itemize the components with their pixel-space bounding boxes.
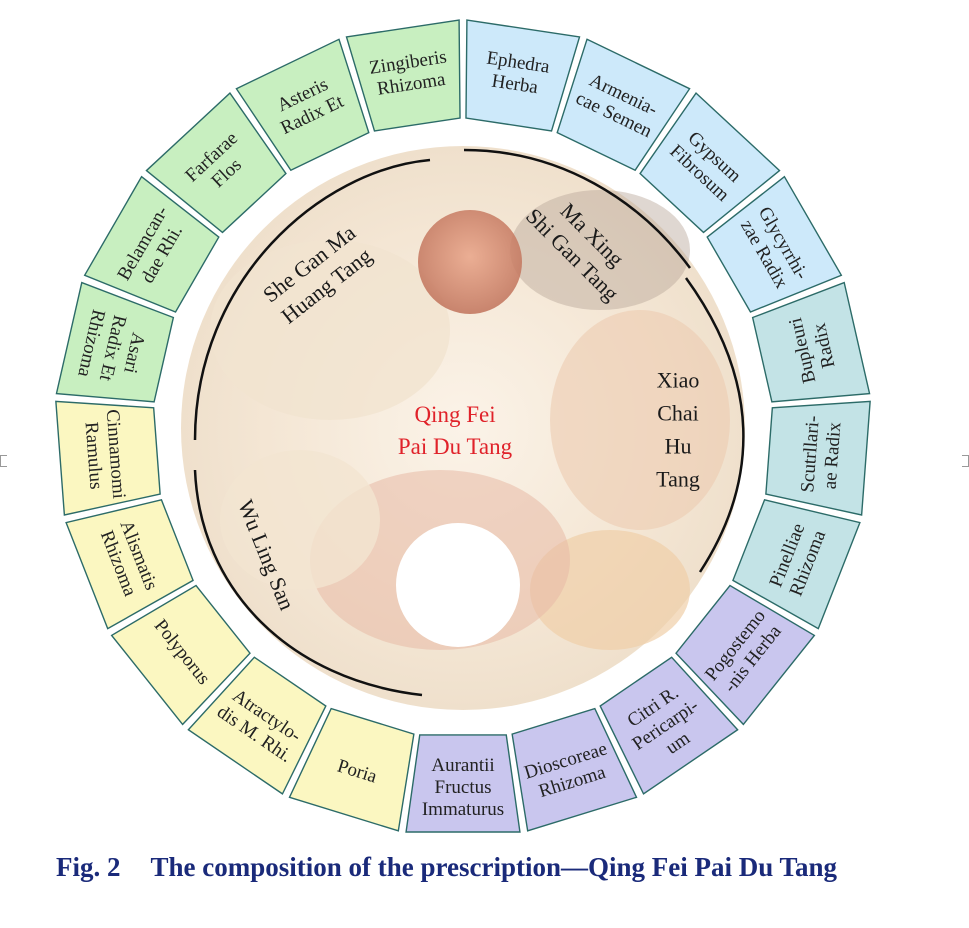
herb-segment-block bbox=[345, 19, 461, 132]
herb-segment: GypsumFibrosum bbox=[639, 92, 781, 234]
arc-ma-xing-shi-gan-tang bbox=[463, 148, 692, 269]
herb-segment-label: AsterisRadix Et bbox=[268, 71, 348, 139]
herb-segment-block bbox=[465, 19, 581, 132]
herb-segment-block bbox=[675, 584, 816, 726]
herb-segment: BupleuriRadix bbox=[751, 281, 871, 403]
herb-segment: PinelliaeRhizoma bbox=[732, 499, 861, 630]
center-photo-area bbox=[181, 146, 745, 710]
herb-segment-block bbox=[706, 175, 843, 313]
herb-segment-label: Citri R.Pericarpi-um bbox=[616, 677, 715, 773]
margin-mark-left bbox=[0, 455, 7, 467]
figure-caption: Fig. 2 The composition of the prescriptio… bbox=[56, 848, 916, 886]
decor-herb-patch bbox=[210, 240, 450, 420]
herb-segment-block bbox=[511, 707, 638, 832]
herb-segment-block bbox=[65, 499, 194, 630]
herb-segment-block bbox=[751, 281, 871, 403]
herb-segment-block bbox=[110, 584, 251, 726]
herb-segment-block bbox=[83, 175, 220, 313]
arc-she-gan-ma-huang-tang bbox=[193, 158, 431, 441]
herb-segment-block bbox=[55, 400, 161, 516]
herb-segment: Belamcan-dae Rhi. bbox=[83, 175, 220, 313]
herb-segment: Glycyrrhi-zae Radix bbox=[706, 175, 843, 313]
margin-mark-right bbox=[962, 455, 969, 467]
herb-segment: FarfaraeFlos bbox=[145, 92, 287, 234]
herb-segment-label: Scutrllari-ae Radix bbox=[797, 415, 846, 495]
herb-segment: Poria bbox=[288, 707, 415, 832]
figure-caption-text: The composition of the prescription—Qing… bbox=[150, 852, 838, 882]
herb-segment-block bbox=[599, 656, 739, 795]
herb-segment-block bbox=[145, 92, 287, 234]
herb-segment-label: CinnamomiRamulus bbox=[80, 409, 130, 502]
herb-segment-block bbox=[235, 38, 370, 172]
herb-segment: CinnamomiRamulus bbox=[55, 400, 161, 516]
decor-white-bowl bbox=[396, 523, 520, 647]
herb-segment: Armenia-cae Semen bbox=[556, 38, 691, 172]
herb-segment-block bbox=[639, 92, 781, 234]
decor-tea-cup bbox=[418, 210, 522, 314]
herb-segment-block bbox=[405, 734, 521, 833]
herb-segment: AsterisRadix Et bbox=[235, 38, 370, 172]
herb-segment: Scutrllari-ae Radix bbox=[765, 400, 871, 516]
herb-segment: Atractylo-dis M. Rhi. bbox=[187, 656, 327, 795]
herb-segment-block bbox=[55, 281, 175, 403]
decor-herb-patch bbox=[220, 450, 380, 590]
herb-segment: Pogostemo-nis Herba bbox=[675, 584, 816, 726]
figure-label: Fig. 2 bbox=[56, 852, 121, 882]
formula-arcs bbox=[193, 148, 745, 697]
herb-segment: Citri R.Pericarpi-um bbox=[599, 656, 739, 795]
herb-segment-block bbox=[765, 400, 871, 516]
herb-segment: ZingiberisRhizoma bbox=[345, 19, 461, 132]
herb-segment: Polyporus bbox=[110, 584, 251, 726]
arc-xiao-chai-hu-tang bbox=[684, 277, 745, 573]
herb-segment: AsariRadix EtRhizoma bbox=[55, 281, 175, 403]
herb-segment-block bbox=[187, 656, 327, 795]
herb-segment-block bbox=[556, 38, 691, 172]
herb-segment-block bbox=[732, 499, 861, 630]
herb-segment-block bbox=[288, 707, 415, 832]
decor-herb-patch bbox=[550, 310, 730, 530]
herb-segment: EphedraHerba bbox=[465, 19, 581, 132]
herb-segment: AlismatisRhizoma bbox=[65, 499, 194, 630]
arc-wu-ling-san bbox=[193, 469, 423, 697]
herb-segment: DioscoreaeRhizoma bbox=[511, 707, 638, 832]
